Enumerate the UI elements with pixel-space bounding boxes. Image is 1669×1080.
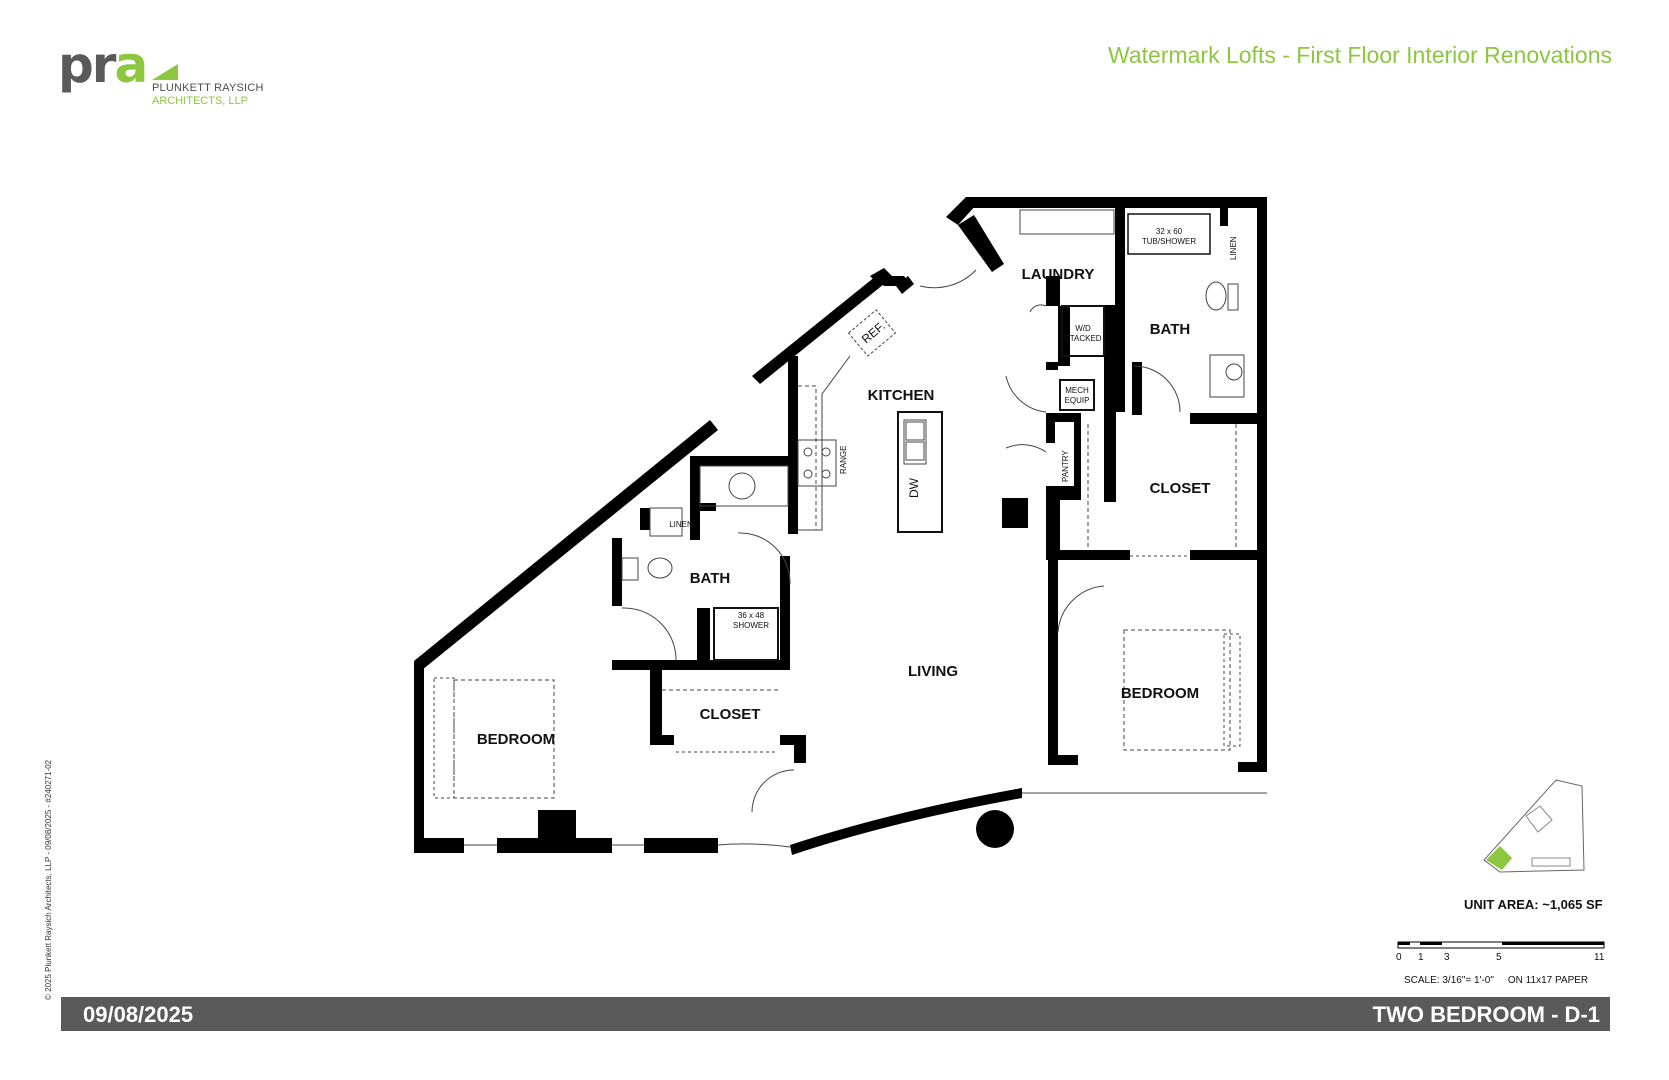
room-label-bedroom-left: BEDROOM bbox=[477, 731, 555, 748]
shower-label-size: 36 x 48 bbox=[738, 611, 765, 620]
dw-label: DW bbox=[907, 477, 921, 498]
room-label-bath-upper: BATH bbox=[1150, 321, 1191, 338]
footer-unit-name: TWO BEDROOM - D-1 bbox=[1372, 1002, 1600, 1027]
scale-tick-1: 1 bbox=[1418, 952, 1424, 963]
firm-name-line1: PLUNKETT RAYSICH bbox=[152, 82, 264, 94]
scale-bar-graphic bbox=[1397, 941, 1605, 949]
wd-label-2: STACKED bbox=[1064, 334, 1101, 343]
pantry-label: PANTRY bbox=[1061, 450, 1070, 482]
shower-label-type: SHOWER bbox=[733, 621, 769, 630]
paper-text: ON 11x17 PAPER bbox=[1507, 975, 1589, 986]
room-label-bedroom-right: BEDROOM bbox=[1121, 685, 1199, 702]
logo-mark: pra bbox=[58, 36, 148, 94]
scale-note: SCALE: 3/16"= 1'-0" ON 11x17 PAPER bbox=[1404, 975, 1588, 986]
project-title: Watermark Lofts - First Floor Interior R… bbox=[1107, 42, 1612, 68]
wd-label-1: W/D bbox=[1075, 324, 1091, 333]
unit-area: UNIT AREA: ~1,065 SF bbox=[1464, 897, 1603, 912]
room-label-kitchen: KITCHEN bbox=[868, 387, 935, 404]
room-label-closet-right: CLOSET bbox=[1150, 480, 1211, 497]
scale-tick-5: 5 bbox=[1496, 952, 1502, 963]
room-label-bath-left: BATH bbox=[690, 570, 731, 587]
mech-label-1: MECH bbox=[1065, 386, 1089, 395]
walls bbox=[414, 197, 1267, 855]
scale-tick-11: 11 bbox=[1594, 952, 1605, 963]
firm-logo: pra PLUNKETT RAYSICH ARCHITECTS, LLP bbox=[58, 36, 263, 110]
room-label-closet-left: CLOSET bbox=[700, 706, 761, 723]
mech-label-2: EQUIP bbox=[1065, 396, 1090, 405]
doors-and-fixtures bbox=[433, 209, 1267, 848]
linen-lower-label: LINEN bbox=[669, 520, 693, 529]
scale-tick-3: 3 bbox=[1444, 952, 1450, 963]
room-label-laundry: LAUNDRY bbox=[1022, 266, 1095, 283]
firm-name-line2: ARCHITECTS, LLP bbox=[152, 95, 248, 107]
scale-bar: 0 1 3 5 11 bbox=[1396, 938, 1606, 978]
footer-bar: 09/08/2025 TWO BEDROOM - D-1 bbox=[61, 997, 1610, 1031]
logo-triangle-icon bbox=[152, 64, 178, 80]
tub-label-size: 32 x 60 bbox=[1156, 227, 1183, 236]
range-label: RANGE bbox=[839, 446, 848, 474]
scale-text: SCALE: 3/16"= 1'-0" bbox=[1404, 975, 1494, 986]
tub-label-type: TUB/SHOWER bbox=[1142, 237, 1196, 246]
scale-tick-0: 0 bbox=[1396, 952, 1402, 963]
key-plan-icon bbox=[1483, 779, 1585, 873]
ref-label: REF. bbox=[859, 319, 888, 346]
footer-date: 09/08/2025 bbox=[83, 1002, 194, 1027]
room-label-living: LIVING bbox=[908, 663, 958, 680]
linen-upper-label: LINEN bbox=[1229, 236, 1238, 260]
